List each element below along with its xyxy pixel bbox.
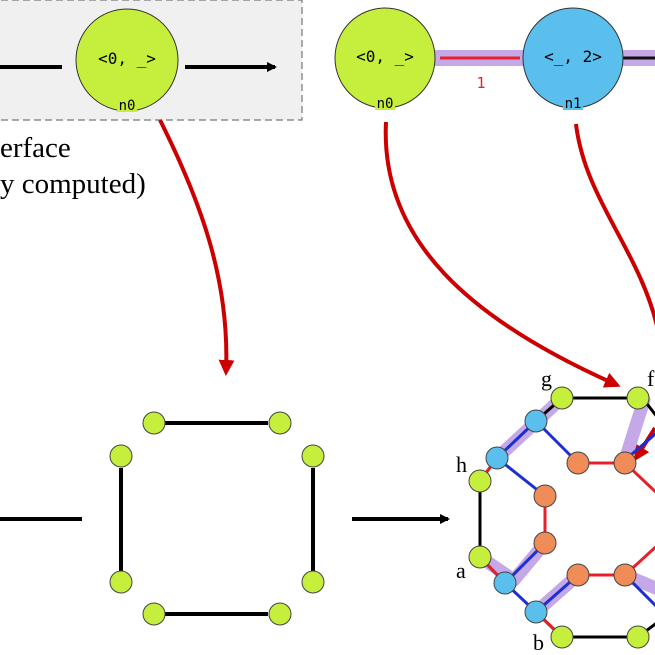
node-id-bg <box>563 96 583 110</box>
node-n0-id: n0 <box>377 96 394 112</box>
square-node <box>268 411 292 435</box>
edge-label: 1 <box>476 74 485 92</box>
square-node <box>142 602 166 626</box>
label-b: b <box>533 630 544 655</box>
red-arrow-middle <box>383 121 621 388</box>
label-a: a <box>456 558 466 583</box>
node-id-bg <box>117 98 137 112</box>
graph-node-b <box>550 625 574 649</box>
graph-node-blue <box>524 409 548 433</box>
graph-node-f <box>626 386 650 410</box>
graph-node-a <box>468 545 492 569</box>
band <box>618 393 651 467</box>
square-node <box>109 444 133 468</box>
red-arrow-right <box>574 123 655 327</box>
red-arrows <box>158 119 655 462</box>
graph-node-g <box>550 386 574 410</box>
label-g: g <box>541 366 552 391</box>
square-node <box>109 570 133 594</box>
node-n1-text: <_, 2> <box>544 47 602 66</box>
square-node <box>301 570 325 594</box>
middle-square-graph <box>0 411 450 626</box>
top-right-graph: 1 <0, _> n0 <_, 2> n1 <box>334 7 655 112</box>
square-node <box>142 411 166 435</box>
square-node <box>268 602 292 626</box>
node-n0-id: n0 <box>119 98 136 114</box>
node-n0-text: <0, _> <box>98 49 156 68</box>
label-f: f <box>647 366 655 391</box>
red-edges <box>478 457 655 639</box>
graph-node-orange <box>533 484 557 508</box>
graph-node-blue <box>493 571 517 595</box>
node-id-bg <box>375 96 395 110</box>
graph-node-orange <box>613 451 637 475</box>
graph-node-orange <box>566 451 590 475</box>
label-h: h <box>456 452 467 477</box>
node-n0-text: <0, _> <box>356 47 414 66</box>
top-left-box: <0, _> n0 <box>0 0 303 121</box>
graph-node-blue <box>485 446 509 470</box>
graph-node <box>626 625 650 649</box>
square-node <box>301 444 325 468</box>
red-arrow-left <box>158 119 235 376</box>
node-n1-id: n1 <box>565 96 582 112</box>
graph-node-orange <box>613 563 637 587</box>
graph-node-blue <box>524 600 548 624</box>
caption-line-2: y computed) <box>0 168 146 200</box>
bottom-right-graph: g f h a b <box>456 366 655 655</box>
caption-line-1: erface <box>0 132 71 164</box>
graph-node-orange <box>533 531 557 555</box>
graph-node-h <box>468 469 492 493</box>
graph-node-orange <box>566 563 590 587</box>
